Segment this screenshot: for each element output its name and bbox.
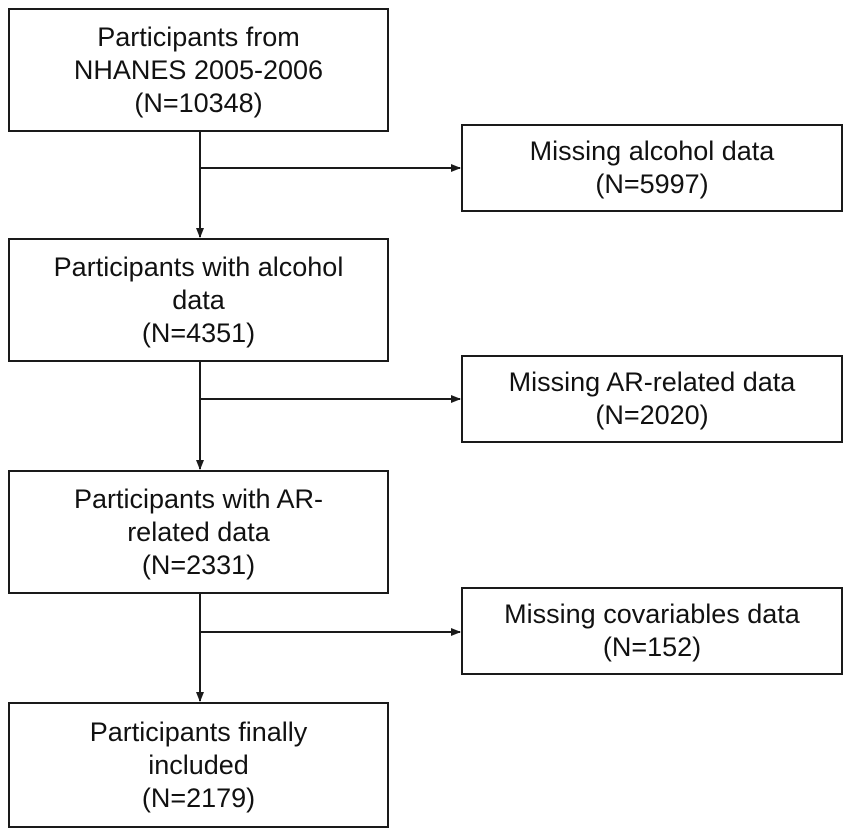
box-participants-with-ar-related-data: Participants with AR- related data (N=23…: [8, 470, 389, 594]
box-line: Participants finally: [89, 716, 308, 747]
box-line: Participants with alcohol: [53, 251, 344, 282]
box-count: (N=10348): [134, 87, 263, 118]
box-count: (N=152): [602, 632, 702, 662]
box-missing-ar-related-data: Missing AR-related data (N=2020): [461, 355, 843, 443]
box-count: (N=2331): [141, 549, 256, 580]
box-line: NHANES 2005-2006: [73, 54, 324, 85]
box-line: Participants from: [97, 21, 300, 52]
box-missing-covariables-data: Missing covariables data (N=152): [461, 587, 843, 675]
box-line: related data: [127, 516, 270, 547]
box-participants-from-nhanes: Participants from NHANES 2005-2006 (N=10…: [8, 8, 389, 132]
box-line: data: [172, 284, 225, 315]
box-line: Missing covariables data: [504, 599, 800, 629]
box-line: Participants with AR-: [73, 483, 324, 514]
box-line: Missing alcohol data: [529, 136, 775, 166]
box-count: (N=4351): [141, 317, 256, 348]
box-line: included: [148, 749, 249, 780]
box-participants-finally-included: Participants finally included (N=2179): [8, 702, 389, 828]
box-count: (N=2020): [595, 400, 709, 430]
box-missing-alcohol-data: Missing alcohol data (N=5997): [461, 124, 843, 212]
box-line: Missing AR-related data: [508, 367, 796, 397]
box-count: (N=2179): [141, 782, 256, 813]
box-participants-with-alcohol-data: Participants with alcohol data (N=4351): [8, 238, 389, 362]
box-count: (N=5997): [595, 169, 709, 199]
